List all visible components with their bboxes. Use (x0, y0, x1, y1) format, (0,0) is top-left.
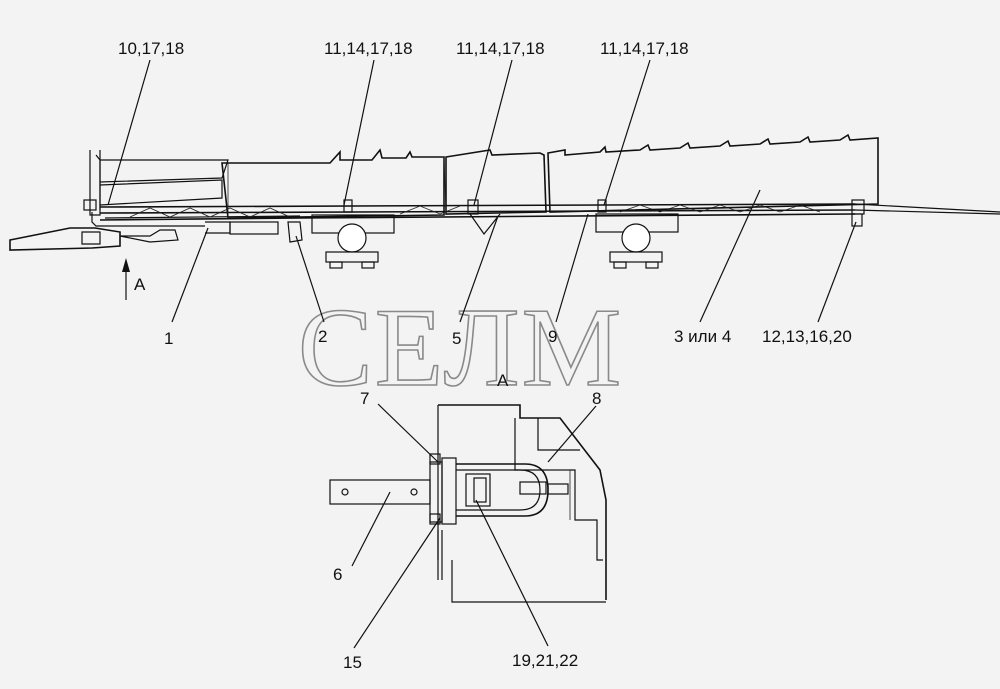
label-1: 1 (164, 329, 173, 348)
label-19-21-22: 19,21,22 (512, 651, 578, 670)
label-10-17-18: 10,17,18 (118, 39, 184, 58)
label-5: 5 (452, 329, 461, 348)
leader-lines (107, 59, 857, 323)
label-7: 7 (360, 389, 369, 408)
middle-bracket (467, 199, 865, 236)
label-6: 6 (333, 565, 342, 584)
clamp-right (595, 199, 679, 269)
clamp-assembly (429, 453, 569, 580)
label-15: 15 (343, 653, 362, 672)
label-12-13-16-20: 12,13,16,20 (762, 327, 852, 346)
serrated-shields (221, 133, 879, 219)
part-2-bracket (287, 221, 303, 243)
clamp-left (311, 199, 395, 269)
left-end-bracket (9, 150, 229, 251)
detail-leader-lines (351, 403, 597, 649)
label-9: 9 (548, 327, 557, 346)
detail-view-a: A (329, 371, 607, 672)
detail-view-title: A (497, 371, 509, 390)
watermark-text: СЕЛМ (298, 286, 623, 410)
main-assembly-view: A 10,17,18 11,14,17,18 11,14,17,18 11,14… (9, 39, 1000, 348)
label-11-14-17-18-b: 11,14,17,18 (456, 39, 545, 58)
frame-body (437, 404, 607, 603)
label-8: 8 (592, 389, 601, 408)
label-11-14-17-18-c: 11,14,17,18 (600, 39, 689, 58)
label-3-or-4: 3 или 4 (674, 327, 731, 346)
view-arrow-a: A (122, 258, 146, 300)
label-11-14-17-18-a: 11,14,17,18 (324, 39, 413, 58)
strap-6 (329, 479, 431, 505)
view-arrow-label: A (134, 275, 146, 294)
label-2: 2 (318, 327, 327, 346)
